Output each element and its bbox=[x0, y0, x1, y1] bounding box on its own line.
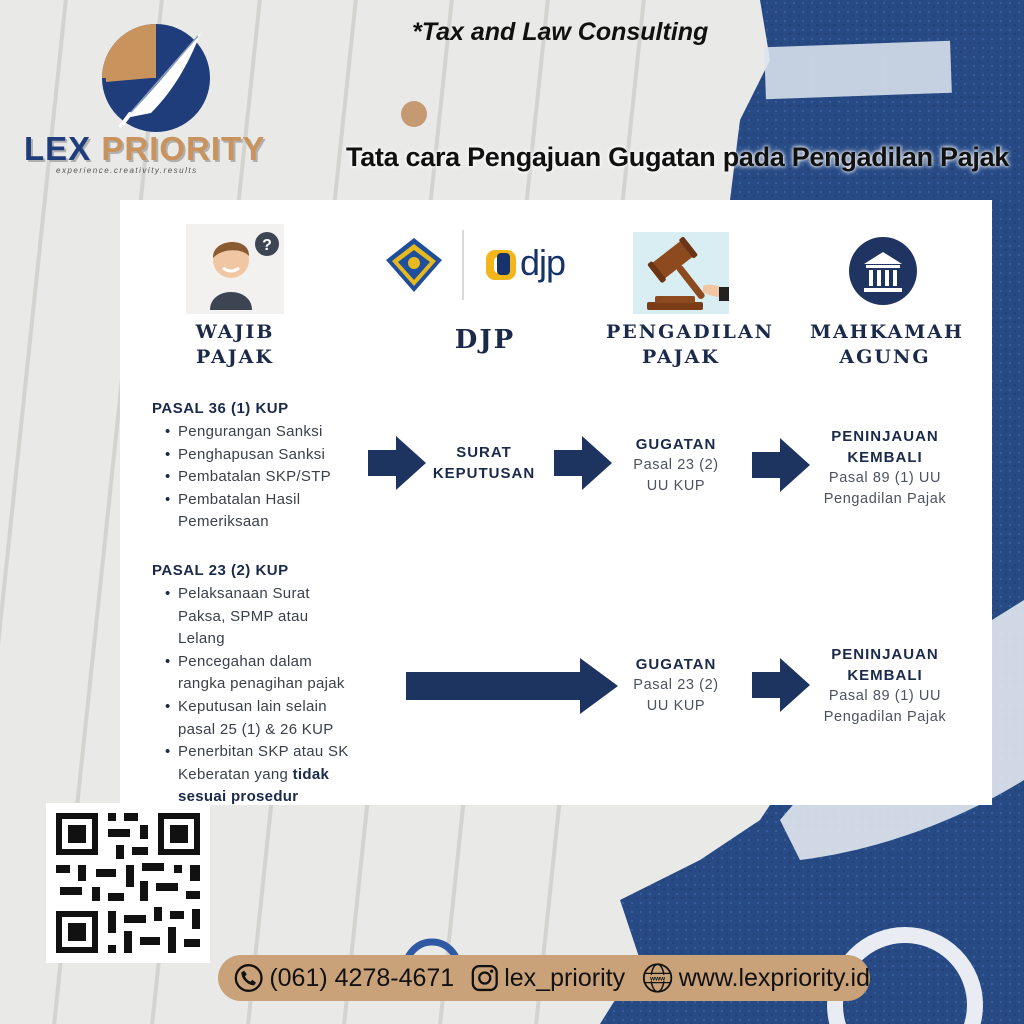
step-peninjauan-kembali: PENINJAUAN KEMBALI Pasal 89 (1) UU Penga… bbox=[823, 428, 947, 507]
list-item: Pembatalan Hasil bbox=[165, 489, 331, 512]
arrow-icon bbox=[752, 658, 810, 712]
contact-phone: (061) 4278-4671 bbox=[269, 963, 455, 992]
svg-text:www: www bbox=[649, 975, 665, 982]
person-question-icon: ? bbox=[186, 224, 284, 314]
djp-logo-text: djp bbox=[520, 242, 566, 283]
arrow-icon bbox=[752, 438, 810, 492]
brand-name: LEX PRIORITY bbox=[24, 130, 266, 167]
arrow-icon bbox=[368, 436, 426, 490]
instagram-icon bbox=[471, 964, 498, 992]
qr-code bbox=[46, 803, 210, 963]
djp-logo bbox=[486, 250, 516, 280]
decorative-dot bbox=[401, 101, 427, 127]
column-title-djp: DJP bbox=[454, 325, 516, 355]
flow1-list: Pengurangan Sanksi Penghapusan Sanksi Pe… bbox=[158, 421, 331, 511]
flow1-list-continuation: Pemeriksaan bbox=[178, 513, 269, 530]
list-item: Pembatalan SKP/STP bbox=[165, 466, 331, 489]
globe-icon: www bbox=[642, 963, 672, 993]
gavel-icon bbox=[633, 232, 729, 314]
step-peninjauan-kembali: PENINJAUAN KEMBALI Pasal 89 (1) UU Penga… bbox=[823, 646, 947, 725]
brand-slogan: experience.creativity.results bbox=[56, 166, 198, 175]
page-title: Tata cara Pengajuan Gugatan pada Pengadi… bbox=[346, 142, 1010, 172]
tagline: *Tax and Law Consulting bbox=[412, 18, 709, 46]
list-item: Penghapusan Sanksi bbox=[165, 444, 331, 467]
contact-instagram: lex_priority bbox=[504, 963, 626, 992]
step-gugatan: GUGATAN Pasal 23 (2) UU KUP bbox=[633, 436, 719, 494]
phone-icon bbox=[234, 964, 263, 992]
courthouse-icon bbox=[849, 237, 917, 305]
lex-priority-logo bbox=[102, 24, 210, 132]
step-gugatan: GUGATAN Pasal 23 (2) UU KUP bbox=[633, 656, 719, 714]
contact-website: www.lexpriority.id bbox=[678, 963, 870, 992]
list-item: Pengurangan Sanksi bbox=[165, 421, 331, 444]
arrow-icon bbox=[554, 436, 612, 490]
long-arrow-icon bbox=[406, 658, 618, 714]
ministry-emblem-icon bbox=[386, 238, 442, 292]
logo-divider bbox=[462, 230, 464, 300]
svg-text:?: ? bbox=[262, 237, 272, 254]
flow1-heading: PASAL 36 (1) KUP bbox=[152, 400, 289, 417]
contact-bar: (061) 4278-4671 lex_priority www www.lex… bbox=[218, 955, 870, 1001]
flow2-heading: PASAL 23 (2) KUP bbox=[152, 562, 289, 579]
decorative-tape bbox=[764, 40, 952, 100]
